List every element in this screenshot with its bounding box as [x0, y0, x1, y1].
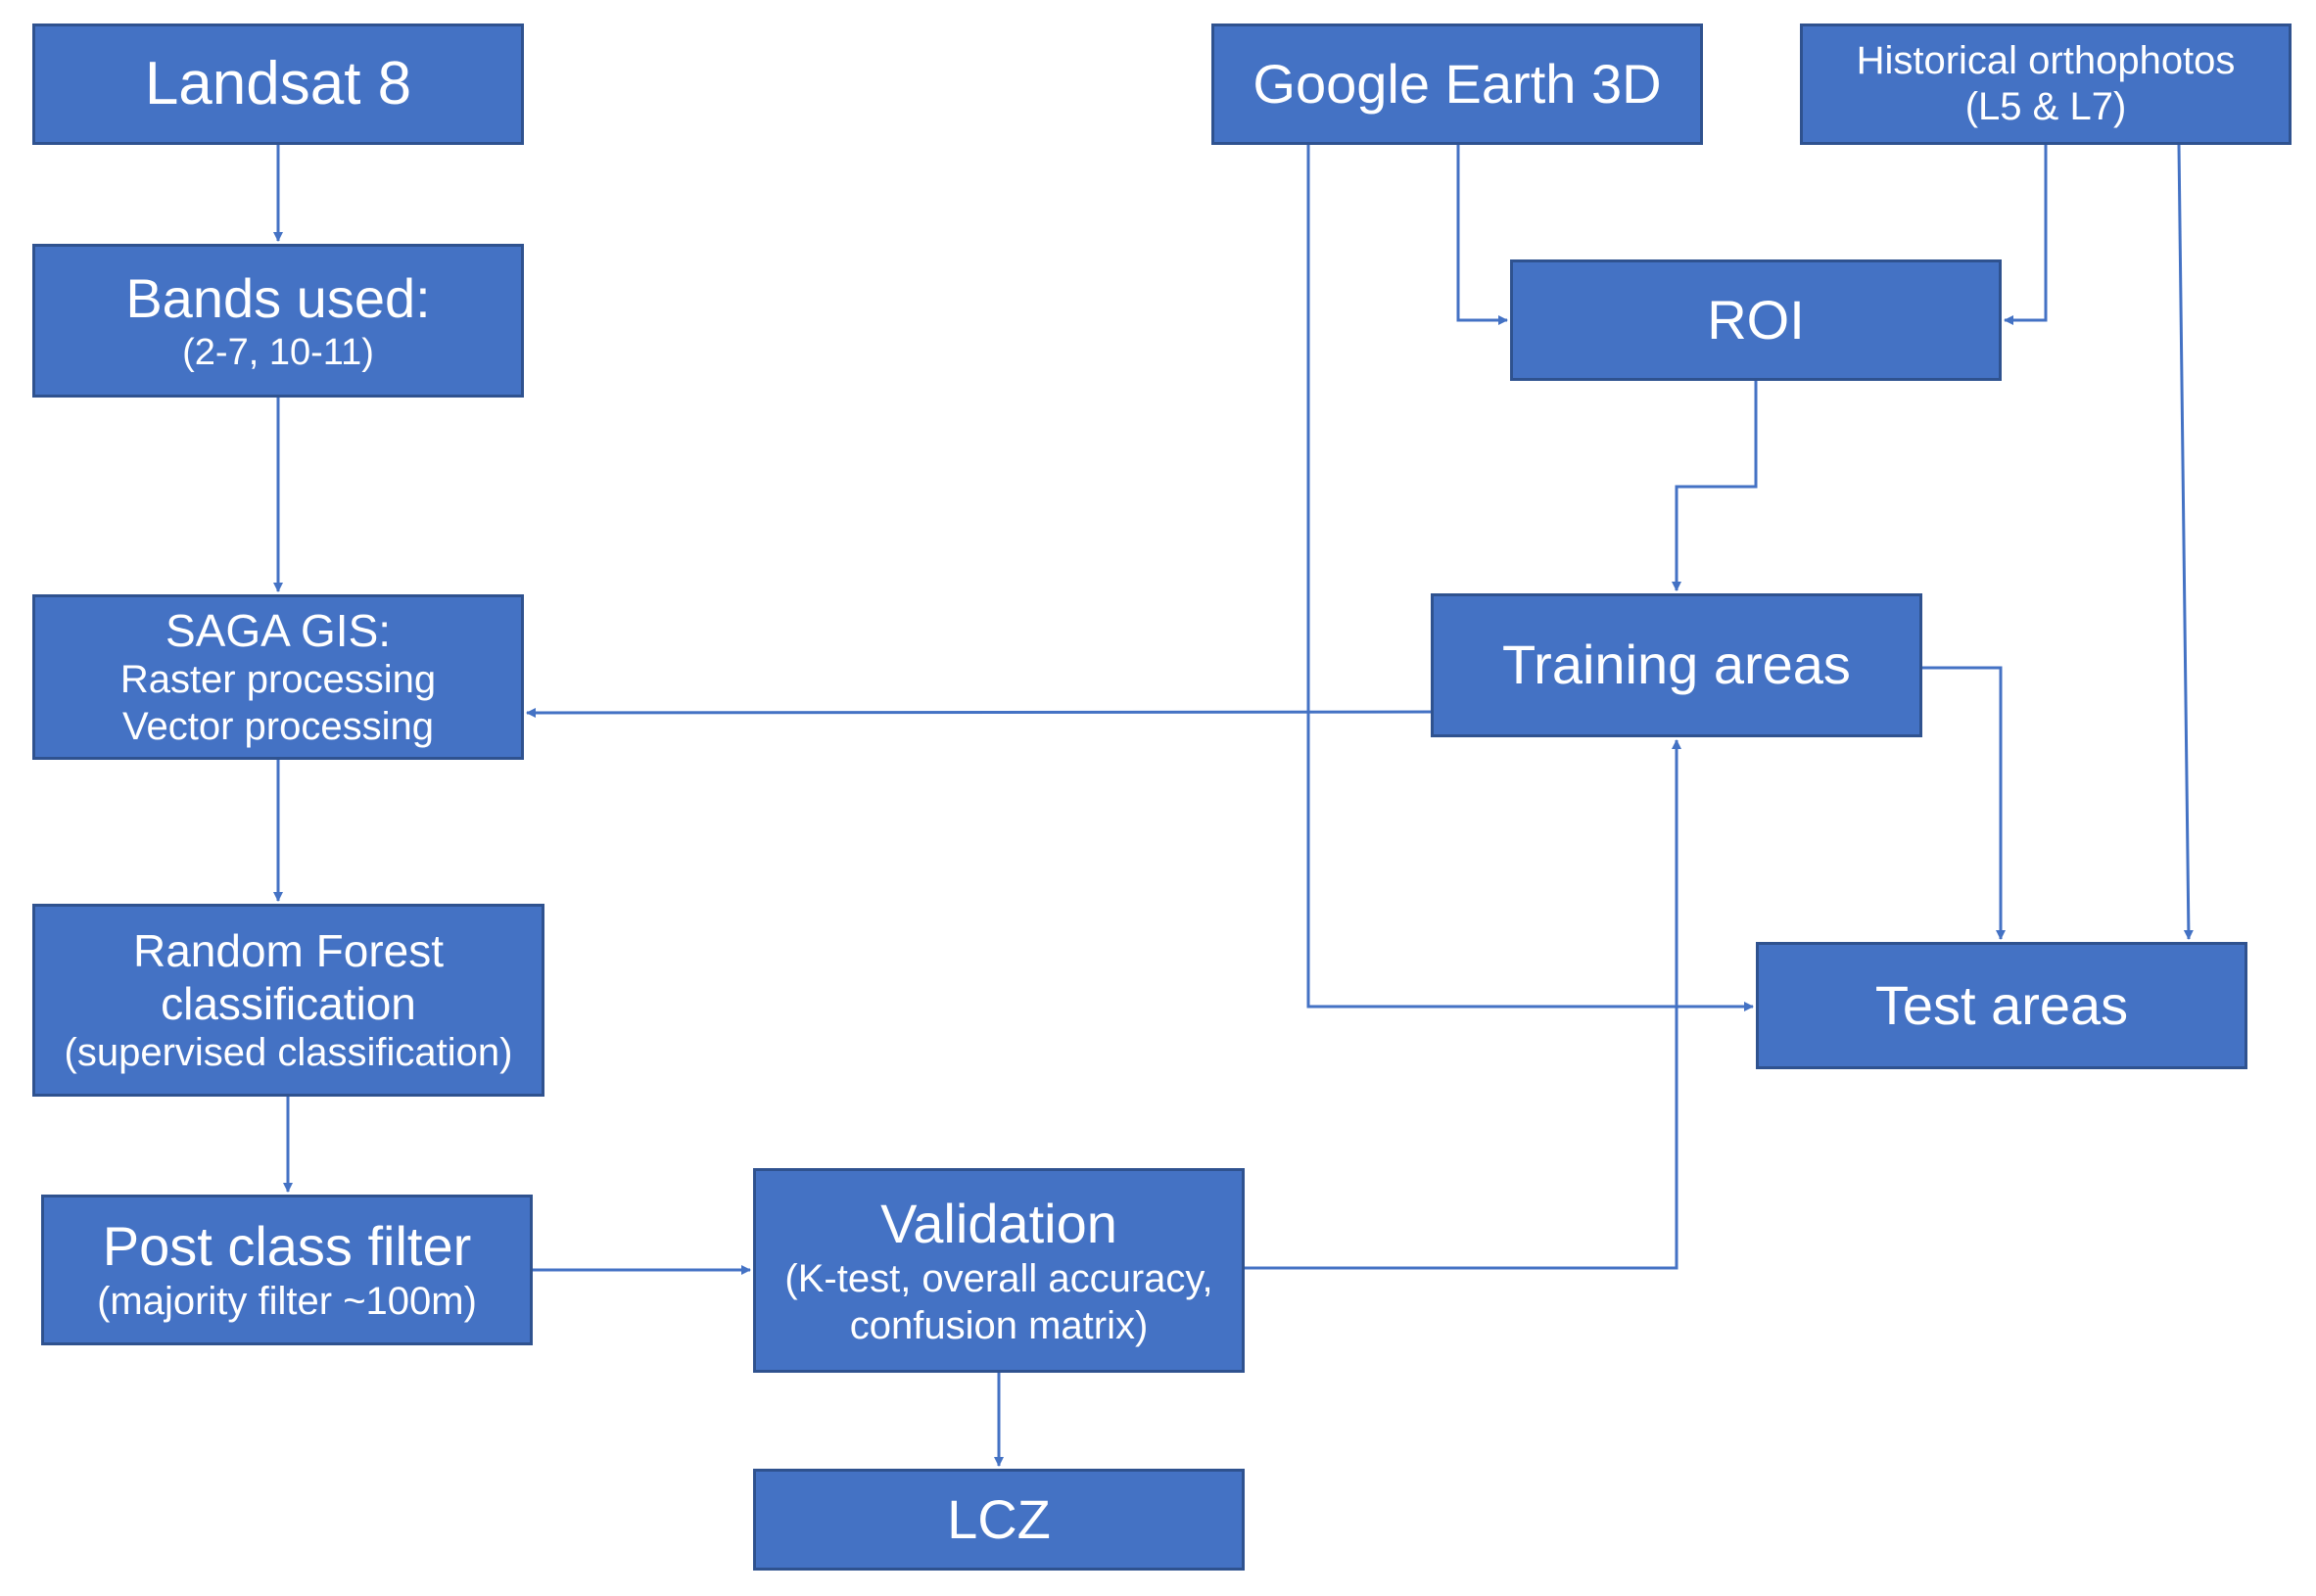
random-forest-node: Random Forest classification (supervised…: [32, 904, 544, 1097]
post-class-filter-title: Post class filter: [102, 1215, 472, 1278]
saga-gis-node: SAGA GIS: Raster processing Vector proce…: [32, 594, 524, 760]
arrow-training-to-test: [1922, 666, 2006, 940]
roi-title: ROI: [1707, 288, 1805, 351]
training-areas-node: Training areas: [1431, 593, 1922, 737]
historical-orthophotos-detail: (L5 & L7): [1964, 85, 2127, 128]
saga-gis-vector: Vector processing: [122, 704, 434, 748]
validation-detail-1: (K-test, overall accuracy,: [784, 1257, 1213, 1301]
post-class-filter-detail: (majority filter ~100m): [97, 1280, 477, 1324]
post-class-filter-node: Post class filter (majority filter ~100m…: [41, 1195, 533, 1345]
arrow-training-to-saga: [526, 707, 1432, 718]
arrow-google-to-test: [1306, 145, 1754, 1011]
saga-gis-title: SAGA GIS:: [165, 605, 392, 657]
bands-used-node: Bands used: (2-7, 10-11): [32, 244, 524, 398]
arrow-historical-to-test: [2177, 144, 2194, 940]
historical-orthophotos-node: Historical orthophotos (L5 & L7): [1800, 23, 2292, 145]
arrow-historical-to-roi: [2004, 145, 2048, 325]
landsat-8-node: Landsat 8: [32, 23, 524, 145]
training-areas-title: Training areas: [1502, 634, 1851, 696]
lcz-node: LCZ: [753, 1469, 1245, 1571]
validation-node: Validation (K-test, overall accuracy, co…: [753, 1168, 1245, 1373]
saga-gis-raster: Raster processing: [119, 658, 437, 702]
test-areas-title: Test areas: [1874, 973, 2129, 1036]
google-earth-3d-title: Google Earth 3D: [1253, 52, 1662, 115]
random-forest-subtitle: classification: [161, 977, 416, 1029]
arrow-google-to-roi: [1456, 145, 1508, 325]
random-forest-title: Random Forest: [132, 924, 444, 976]
validation-title: Validation: [880, 1193, 1117, 1255]
random-forest-detail: (supervised classification): [64, 1031, 513, 1075]
google-earth-3d-node: Google Earth 3D: [1211, 23, 1703, 145]
test-areas-node: Test areas: [1756, 942, 2247, 1069]
historical-orthophotos-title: Historical orthophotos: [1856, 38, 2236, 82]
arrow-validation-to-training: [1245, 739, 1681, 1270]
roi-node: ROI: [1510, 259, 2002, 381]
arrow-roi-to-training: [1672, 381, 1758, 591]
bands-used-title: Bands used:: [125, 267, 431, 330]
lcz-title: LCZ: [947, 1487, 1051, 1550]
landsat-8-title: Landsat 8: [144, 50, 412, 118]
validation-detail-2: confusion matrix): [849, 1303, 1149, 1347]
bands-used-detail: (2-7, 10-11): [182, 332, 374, 374]
